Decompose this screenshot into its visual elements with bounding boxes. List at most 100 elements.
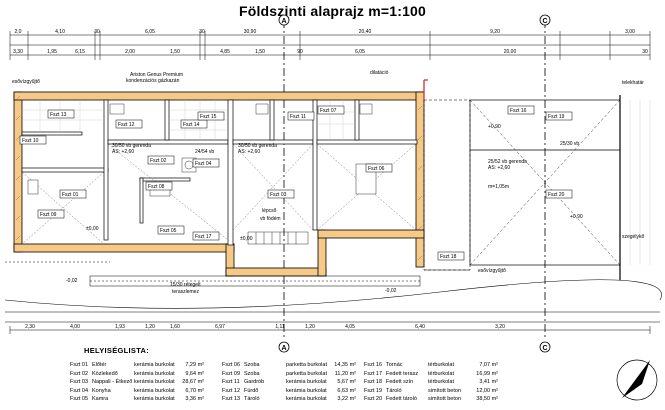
dilatation-marks [423,79,428,100]
room-list-area: 3,41 m² [479,379,498,386]
dimension-label: 20,40 [359,29,372,35]
room-tag-label: Fszt 20 [548,192,565,198]
room-list-name: Nappali - Étkező [92,379,133,386]
bottom-dimension-chain [9,326,651,334]
room-list-code: Fszt 12 [222,387,241,394]
porch-area [423,99,471,271]
room-list-code: Fszt 11 [222,379,240,386]
room-list-area: 3,22 m² [337,396,356,403]
room-tag: Fszt 09 [37,209,65,219]
room-list-area: 16,99 m² [476,370,498,377]
boiler-label: Ariston Genus Premium [130,72,183,78]
room-list-code: Fszt 03 [70,379,89,386]
room-tag-box [267,189,295,199]
room-tag-label: Fszt 06 [368,166,385,172]
room-tag-box [507,105,535,115]
dimension-label: 9,20 [490,29,500,35]
terrace-label: teraszlemez [172,289,199,295]
dimension-label: 2,00 [125,49,135,55]
dimension-label: 30 [199,29,205,35]
room-list-mat: térburkolat [428,379,454,386]
bench-label: 15/30 rétegelt [170,282,201,288]
room-tag-label: Fszt 01 [62,192,79,198]
dimension-label: 6,15 [75,49,85,55]
site-lines [4,261,662,323]
north-arrow-circle [616,359,658,401]
room-list-name: Közlekedő [92,370,118,377]
room-list-area: 6,63 m² [337,387,356,394]
room-tag: Fszt 02 [147,155,175,165]
room-list-name: Tornác [386,362,403,368]
dimension-label: 90 [297,49,303,55]
top-dimension-chain [9,31,651,60]
room-tag-box [365,163,393,173]
dimension-label: 6,97 [215,324,225,330]
rain-collector-label-2: esővízgyűjtő [478,268,506,274]
rain-collector-label: esővízgyűjtő [12,79,40,85]
room-tag-label: Fszt 15 [200,114,217,120]
room-list-mat: kerámia burkolat [134,379,175,386]
room-list-name: Tároló [386,387,402,394]
room-list-mat: térburkolat [428,370,454,377]
room-list-code: Fszt 04 [70,387,89,394]
room-tag: Fszt 01 [59,189,87,199]
room-list-name: Gardrób [244,379,265,386]
room-list-mat: kerámia burkolat [286,396,327,403]
axis-label-c-top: C [542,18,547,25]
axis-label-a-bottom: A [281,345,286,352]
room-list-mat: kerámia burkolat [134,370,175,377]
room-tag: Fszt 05 [157,225,185,235]
north-arrow-needle [622,360,650,398]
room-list-code: Fszt 16 [364,362,383,368]
room-list-mat: térburkolat [428,362,454,368]
room-tag-box [180,119,208,129]
dimension-label: 2,0 [15,29,22,35]
room-tag: Fszt 08 [145,181,173,191]
room-list-code: Fszt 05 [70,396,89,403]
room-list-title: HELYISÉGLISTA: [84,346,150,355]
dimension-label: 30 [94,29,100,35]
room-tag: Fszt 20 [545,189,573,199]
beam-label-3: 25/52 vb gerenda [488,159,527,165]
room-list-mat: parketta burkolat [286,362,327,368]
north-arrow [616,359,658,401]
room-list-area: 7,29 m² [185,362,204,368]
room-list-code: Fszt 17 [364,370,383,377]
vb-label: m=1,05m [488,184,509,190]
minus-level-label: -0,02 [66,278,78,284]
interior-walls [21,99,418,246]
room-tag: Fszt 07 [317,105,345,115]
room-tag-box [115,119,143,129]
room-list-name: Fedett szín [386,379,414,386]
room-tag-label: Fszt 10 [22,138,39,144]
stair [247,231,309,245]
room-tag-box [145,181,173,191]
room-tag: Fszt 17 [192,231,220,241]
room-tag: Fszt 11 [287,111,315,121]
room-list-mat: parketta burkolat [286,370,327,377]
room-tag-box [197,111,225,121]
room-tag-label: Fszt 02 [150,158,167,164]
room-tag-box [19,135,47,145]
room-list-area: 7,07 m² [479,362,498,368]
room-tag: Fszt 18 [437,251,465,261]
room-list-code: Fszt 06 [222,362,241,368]
dimension-label: 1,20 [145,324,155,330]
room-tag-box [59,189,87,199]
dimension-label: 1,95 [47,49,57,55]
room-tag-label: Fszt 04 [195,161,212,167]
property-line-label: telekhatár [622,80,644,86]
fixtures [27,103,377,197]
room-tag-label: Fszt 14 [183,122,200,128]
room-tag: Fszt 04 [192,158,220,168]
room-list-name: Tároló [244,396,260,403]
